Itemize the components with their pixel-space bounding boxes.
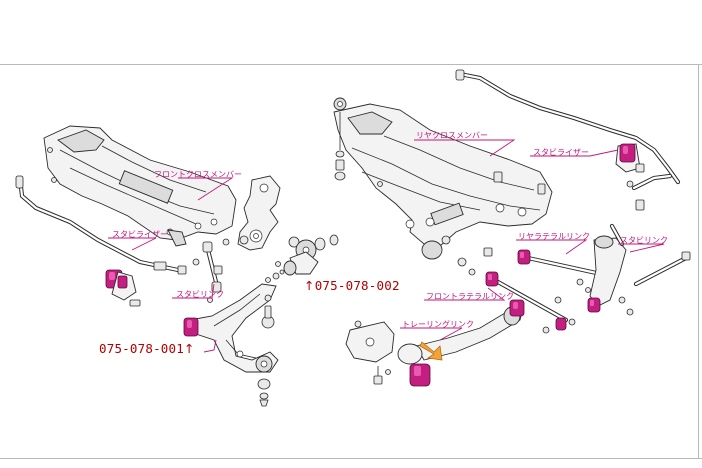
front-compression-bush-assembly xyxy=(265,234,339,283)
front-stabilink xyxy=(202,241,222,293)
leader-trailing-link xyxy=(400,327,463,341)
rear-stabilizer-bar xyxy=(455,69,681,185)
leader-front-lower-arm xyxy=(203,339,217,353)
label-rear-lateral-link: リヤラテラルリンク xyxy=(518,232,590,241)
leader-front-lateral-link xyxy=(424,287,506,301)
front-lower-arm-bushing xyxy=(183,317,199,337)
rear-crossmember xyxy=(333,103,553,247)
up-arrow-icon: ↑ xyxy=(304,278,315,293)
part-number-front-compression-bush: ↑075-078-002 xyxy=(304,279,400,293)
front-lower-arm xyxy=(189,283,279,373)
leader-rear-crossmember xyxy=(414,139,516,157)
label-front-stabilizer: スタビライザー xyxy=(112,230,168,239)
frame-right-border xyxy=(698,64,699,459)
leader-rear-stabilizer xyxy=(530,149,619,157)
leader-front-crossmember xyxy=(178,177,234,201)
label-front-stabilink: スタビリンク xyxy=(176,290,224,299)
front-stabilizer-bushing xyxy=(105,269,137,301)
label-front-crossmember: フロントクロスメンバー xyxy=(154,170,242,179)
part-number-front-lower-arm: 075-078-001↑ xyxy=(99,342,195,356)
frame-bottom-border xyxy=(0,458,702,459)
leader-rear-lateral-link xyxy=(516,239,588,255)
label-rear-crossmember: リヤクロスメンバー xyxy=(416,131,488,140)
label-rear-stabilink: スタビリンク xyxy=(620,236,668,245)
front-knuckle xyxy=(237,175,281,251)
leader-rear-stabilink xyxy=(618,243,665,253)
trailing-link-bushing xyxy=(397,343,431,387)
label-front-lateral-link: フロントラテラルリンク xyxy=(426,292,514,301)
label-rear-stabilizer: スタビライザー xyxy=(533,148,589,157)
trailing-link-bracket xyxy=(345,320,395,363)
frame-top-border xyxy=(0,64,702,65)
front-stabilizer-bar xyxy=(15,175,181,273)
leader-front-stabilizer xyxy=(108,237,157,251)
highlight-arrow-icon xyxy=(419,341,443,361)
part-number-text: 075-078-001 xyxy=(99,341,184,356)
front-crossmember xyxy=(43,125,237,247)
leader-front-stabilink xyxy=(172,283,215,299)
label-trailing-link: トレーリングリンク xyxy=(402,320,474,329)
front-ball-joint xyxy=(261,294,275,329)
rear-stabilink xyxy=(589,223,627,307)
part-number-text: 075-078-002 xyxy=(314,278,400,293)
front-lateral-link xyxy=(485,271,576,331)
up-arrow-icon: ↑ xyxy=(183,341,195,356)
rear-stabilizer-bushing xyxy=(615,143,641,173)
